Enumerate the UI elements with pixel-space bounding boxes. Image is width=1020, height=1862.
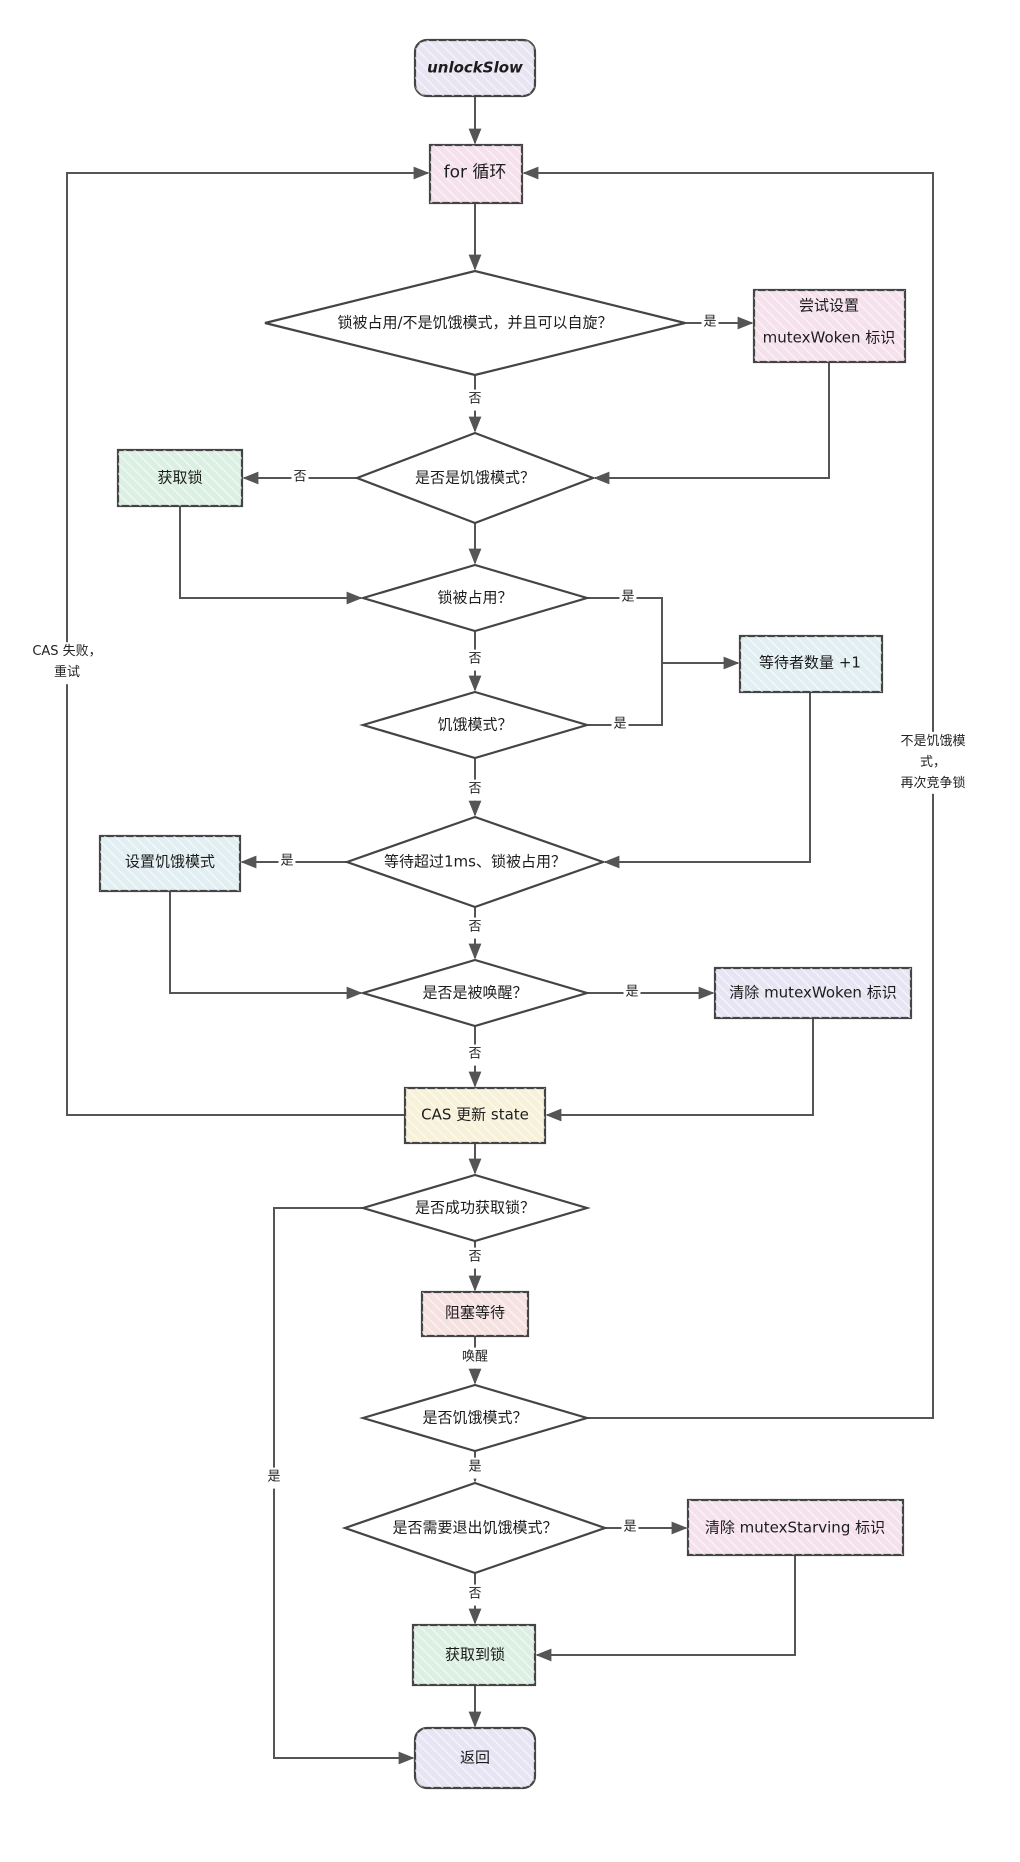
spin-diamond — [264, 269, 686, 377]
edge-label-cas-fail: CAS 失败， 重试 — [30, 642, 104, 684]
edge-starving3-loop — [522, 166, 934, 1419]
starving3-diamond — [359, 1383, 591, 1453]
set-woken-box-hatch — [754, 290, 905, 362]
edge-label-timeout-no: 否 — [466, 917, 484, 939]
edge-label-woken-yes: 是 — [623, 982, 641, 1004]
waiter-box-hatch — [740, 636, 882, 692]
edge-label-spin-no: 否 — [466, 389, 484, 411]
edge-setwoken-starving — [593, 362, 830, 485]
locked-diamond — [359, 563, 591, 633]
edge-clear-gotlock — [535, 1555, 796, 1662]
edge-label-success-no: 否 — [466, 1247, 484, 1269]
starving-diamond — [353, 431, 597, 525]
edge-label-starving3-yes: 是 — [466, 1457, 484, 1479]
clear-starving-box-hatch — [688, 1500, 903, 1555]
set-starving-box-hatch — [100, 836, 240, 891]
timeout-diamond — [343, 815, 607, 909]
edge-label-exit-no: 否 — [466, 1584, 484, 1606]
edge-label-starving-no: 否 — [291, 467, 309, 489]
edge-label-starving2-no: 否 — [466, 779, 484, 801]
edge-label-locked-yes: 是 — [619, 587, 637, 609]
edge-label-woken-no: 否 — [466, 1044, 484, 1066]
start-box-hatch — [415, 40, 535, 96]
for-loop-box-hatch — [430, 145, 522, 203]
success-diamond — [359, 1173, 591, 1243]
edge-clear-cas — [545, 1018, 814, 1122]
got-lock-box-hatch — [413, 1625, 535, 1685]
edge-label-exit-yes: 是 — [621, 1517, 639, 1539]
edge-label-starving2-yes: 是 — [611, 714, 629, 736]
edge-label-success-yes: 是 — [265, 1467, 283, 1489]
clear-woken-box-hatch — [715, 968, 911, 1018]
edge-setstarving-woken — [169, 891, 363, 1000]
edge-waiter-timeout — [603, 692, 811, 869]
edge-locked-yes — [587, 597, 663, 726]
edge-label-not-starving: 不是饥饿模式， 再次竞争锁 — [889, 731, 977, 795]
edge-label-locked-no: 否 — [466, 649, 484, 671]
edge-label-timeout-yes: 是 — [278, 851, 296, 873]
starving2-diamond — [359, 690, 591, 760]
acquire-box-hatch — [118, 450, 242, 506]
return-box-hatch — [415, 1728, 535, 1788]
block-box-hatch — [422, 1292, 528, 1336]
cas-box-hatch — [405, 1088, 545, 1143]
edge-success-yes — [273, 1207, 415, 1765]
edge-label-wake: 唤醒 — [459, 1347, 491, 1369]
edge-label-spin-yes: 是 — [701, 312, 719, 334]
exit-diamond — [341, 1481, 609, 1575]
edge-acquire-locked — [179, 506, 363, 605]
woken-diamond — [359, 958, 591, 1028]
